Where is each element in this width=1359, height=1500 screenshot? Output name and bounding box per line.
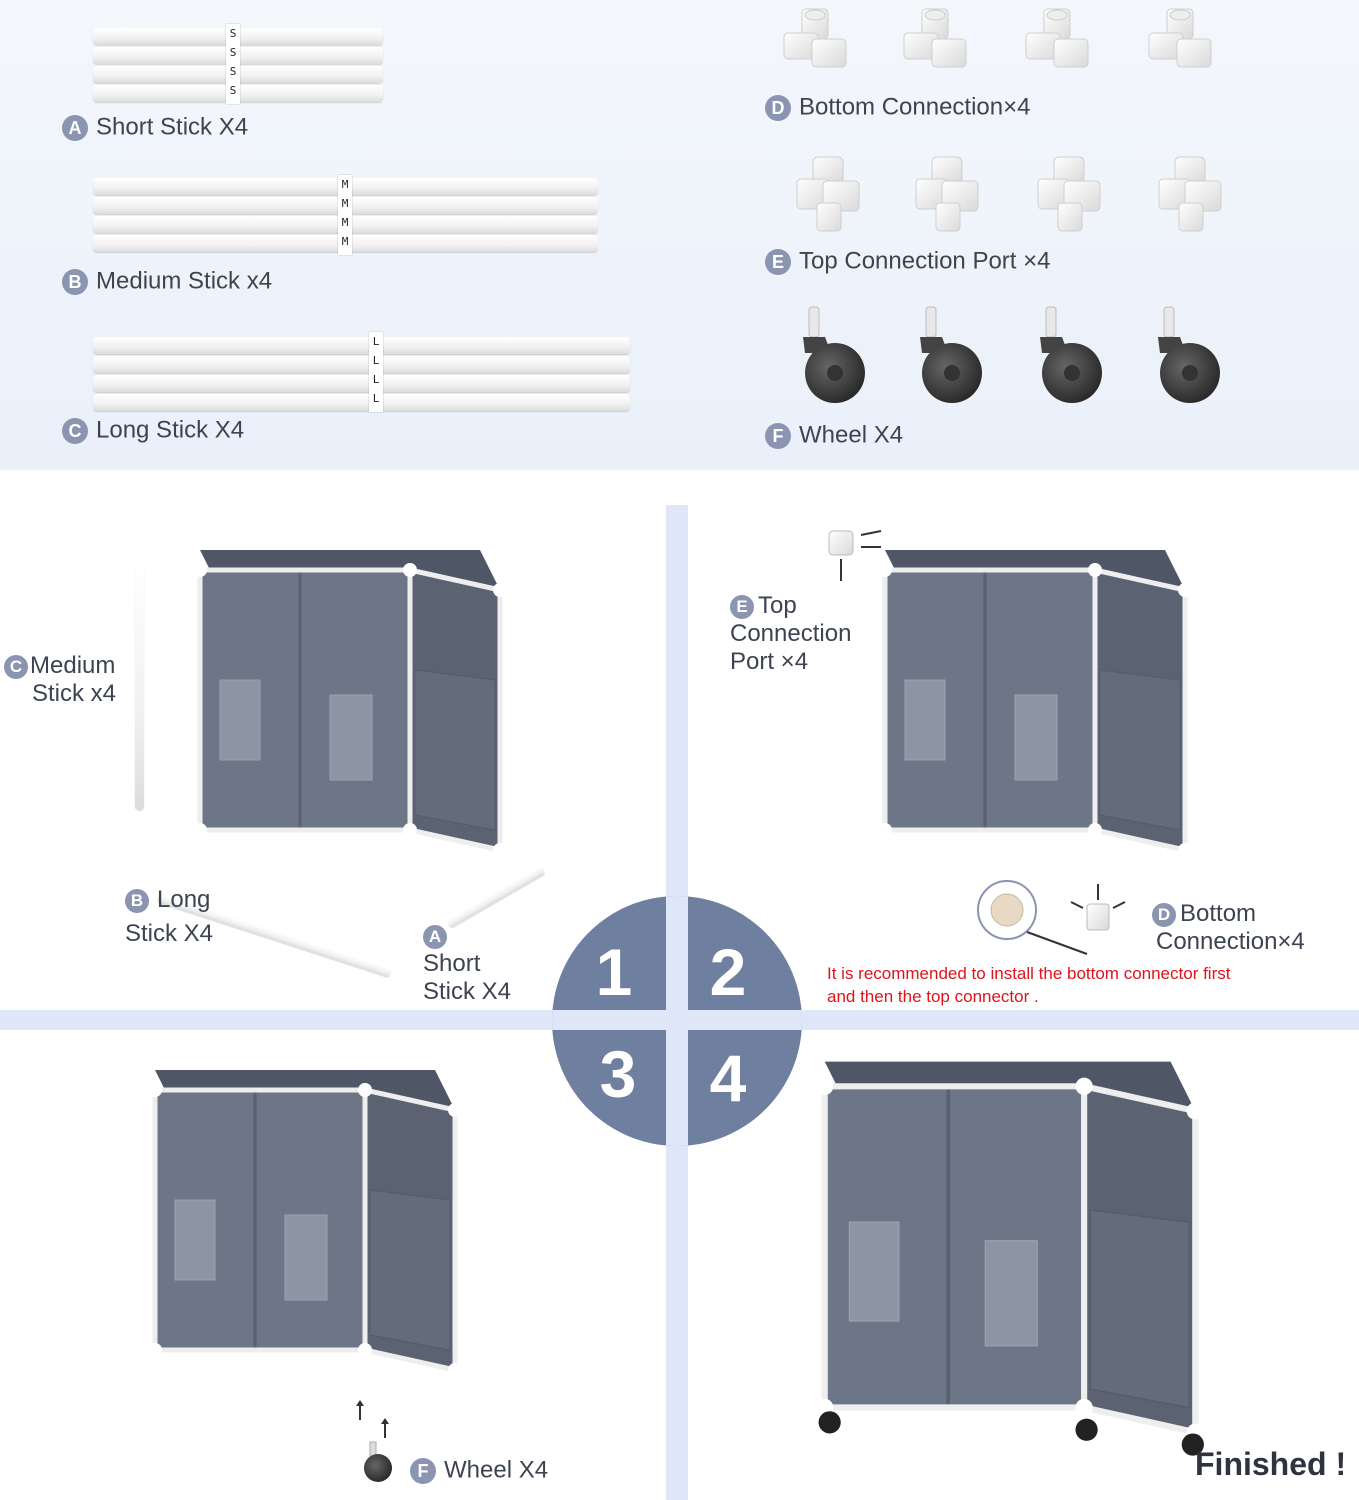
tag-letter: M [341, 197, 349, 210]
bottom-connector-icon [1148, 8, 1212, 68]
long-stick [93, 356, 630, 373]
top-connection-text: Top Connection Port ×4 [799, 247, 1051, 275]
badge-d: D [765, 94, 791, 121]
short-line1: Short [423, 950, 481, 977]
wheel-icon [920, 306, 982, 403]
short-stick-label: A Short Stick X4 [62, 113, 248, 142]
tag-letter: M [341, 235, 349, 248]
hamper-step1-illustration [180, 530, 520, 875]
badge-e: E [730, 594, 754, 619]
badge-c: C [4, 654, 28, 679]
medium-stick-text: Medium Stick x4 [96, 267, 273, 295]
tag-letter: M [341, 216, 349, 229]
wheel-icon [803, 306, 865, 403]
badge-d: D [1152, 902, 1176, 927]
badge-a: A [62, 114, 88, 141]
badge-b: B [125, 888, 149, 913]
tag-letter: L [372, 335, 380, 348]
bottom-connection-text: Bottom Connection×4 [799, 93, 1031, 121]
bottom-connector-detail-icon [977, 880, 1126, 955]
step3-wheel-text: Wheel X4 [444, 1456, 549, 1484]
long-stick-text: Long Stick X4 [96, 416, 245, 444]
badge-f: F [410, 1457, 436, 1484]
long-stick-label: C Long Stick X4 [62, 416, 244, 445]
bottom-line2: Connection×4 [1156, 928, 1305, 955]
top-connection-label: E Top Connection Port ×4 [765, 247, 1051, 276]
top-connector-icon [915, 156, 979, 232]
medium-line1: Medium [30, 652, 116, 679]
badge-f: F [765, 422, 791, 449]
badge-a: A [423, 924, 447, 949]
bottom-connector-icon [903, 8, 967, 68]
top-connector-icon [1158, 156, 1222, 232]
wheel-arrow-icon [356, 1400, 392, 1482]
hamper-step3-illustration [135, 1050, 475, 1395]
tag-letter: S [229, 46, 237, 59]
bottom-connector-icon [1025, 8, 1089, 68]
step-number-circle: 1 2 3 4 [552, 896, 802, 1146]
tag-letter: S [229, 84, 237, 97]
hamper-step2-illustration [865, 530, 1205, 875]
warning-line1: It is recommended to install the bottom … [827, 964, 1231, 983]
hamper-finished-illustration [800, 1030, 1220, 1456]
badge-c: C [62, 417, 88, 444]
tag-letter: L [372, 373, 380, 386]
top-line3: Port ×4 [730, 648, 809, 675]
bottom-connection-label: D Bottom Connection×4 [765, 93, 1030, 122]
top-connector-icon [1037, 156, 1101, 232]
step-number-4: 4 [709, 1041, 747, 1115]
long-line1: Long [157, 886, 211, 913]
badge-e: E [765, 248, 791, 275]
tag-letter: S [229, 27, 237, 40]
step-number-3: 3 [599, 1037, 637, 1111]
wheel-label: F Wheel X4 [765, 421, 903, 450]
stick-size-tag: L L L L [369, 332, 383, 412]
finished-text: Finished ! [1195, 1446, 1347, 1482]
top-line2: Connection [730, 620, 852, 647]
circle-divider-h [552, 1010, 802, 1030]
stick-size-tag: S S S S [226, 24, 240, 104]
step1-long-label: B Long Stick X4 [125, 886, 213, 948]
step3-wheel-label: F Wheel X4 [410, 1456, 548, 1485]
step-number-1: 1 [595, 935, 633, 1009]
install-warning: It is recommended to install the bottom … [827, 962, 1230, 1008]
wheel-text: Wheel X4 [799, 421, 904, 449]
bottom-connector-icon [783, 8, 847, 68]
medium-stick-illustration [135, 565, 144, 810]
wheel-icon [1158, 306, 1220, 403]
long-line2: Stick X4 [125, 920, 214, 947]
long-stick [93, 375, 630, 392]
tag-letter: L [372, 354, 380, 367]
step1-short-label: A Short Stick X4 [423, 922, 511, 1006]
short-line2: Stick X4 [423, 978, 512, 1005]
warning-line2: and then the top connector . [827, 987, 1039, 1006]
medium-stick-label: B Medium Stick x4 [62, 267, 272, 296]
top-connector-arrow-icon [828, 530, 882, 581]
tag-letter: M [341, 178, 349, 191]
step-number-2: 2 [709, 935, 747, 1009]
tag-letter: S [229, 65, 237, 78]
tag-letter: L [372, 392, 380, 405]
short-stick-illustration [445, 865, 546, 929]
top-connector-icon [796, 156, 860, 232]
badge-b: B [62, 268, 88, 295]
long-stick [93, 394, 630, 411]
medium-line2: Stick x4 [32, 680, 117, 707]
wheel-icon [1040, 306, 1102, 403]
bottom-line1: Bottom [1180, 900, 1257, 927]
short-stick-text: Short Stick X4 [96, 113, 249, 141]
long-stick [93, 337, 630, 354]
stick-size-tag: M M M M [338, 175, 352, 255]
top-line1: Top [758, 592, 797, 619]
